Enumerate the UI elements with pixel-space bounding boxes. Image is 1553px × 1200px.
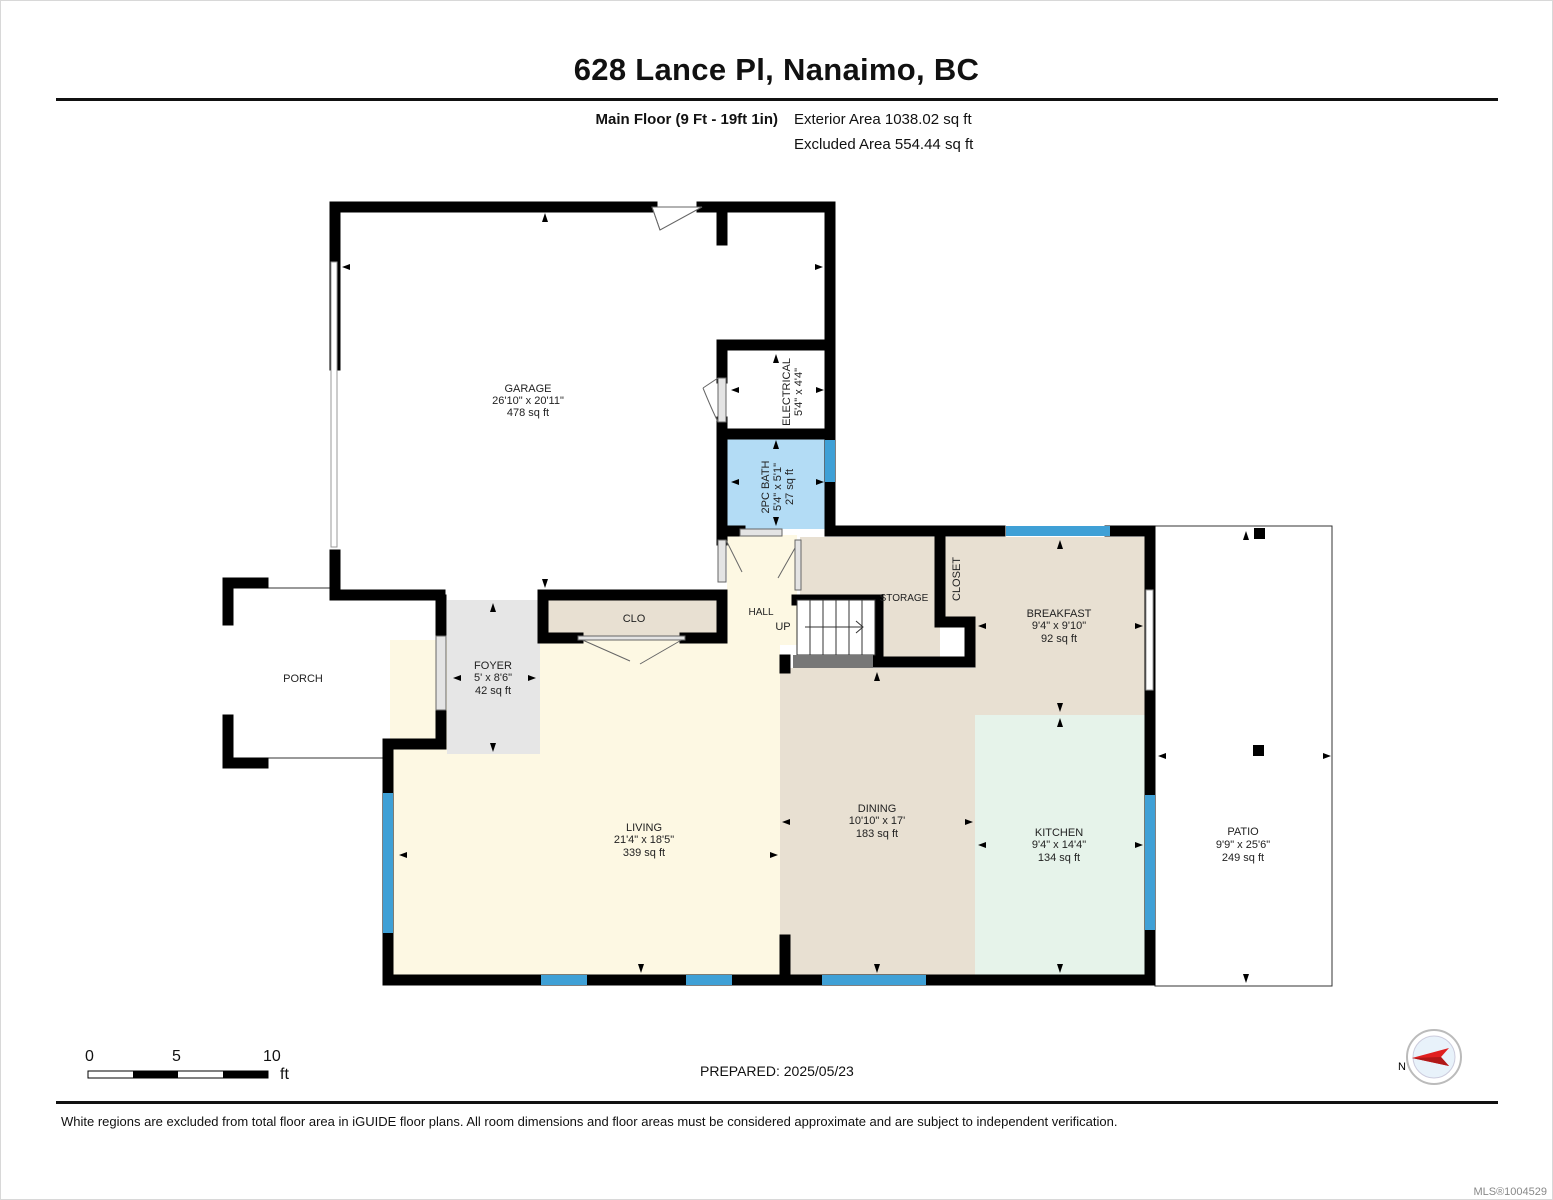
clo-name: CLO — [623, 613, 646, 625]
breakfast-fill — [975, 537, 1145, 715]
bath-area: 27 sq ft — [784, 469, 796, 505]
storage-name: STORAGE — [880, 593, 929, 604]
living-area: 339 sq ft — [623, 847, 665, 859]
foyer-fill — [447, 600, 540, 754]
foyer-name: FOYER — [474, 660, 512, 672]
garage-door — [330, 261, 338, 548]
patio-post — [1254, 528, 1265, 539]
garage-area: 478 sq ft — [507, 407, 549, 419]
door-swings — [435, 206, 802, 711]
patio-dims: 9'9" x 25'6" — [1216, 839, 1270, 851]
kitchen-name: KITCHEN — [1035, 827, 1083, 839]
excluded-area: Excluded Area 554.44 sq ft — [794, 136, 974, 153]
page-title: 628 Lance Pl, Nanaimo, BC — [573, 52, 980, 87]
clo-fill — [545, 600, 723, 638]
dining-name: DINING — [858, 803, 897, 815]
disclaimer: White regions are excluded from total fl… — [61, 1114, 1118, 1129]
kitchen-fill — [975, 715, 1145, 978]
foyer-area: 42 sq ft — [475, 685, 511, 697]
patio-area: 249 sq ft — [1222, 852, 1264, 864]
breakfast-area: 92 sq ft — [1041, 633, 1077, 645]
prepared-date: PREPARED: 2025/05/23 — [700, 1063, 854, 1079]
patio-name: PATIO — [1227, 826, 1259, 838]
mls-number: MLS®1004529 — [1473, 1186, 1547, 1198]
living-dims: 21'4" x 18'5" — [614, 834, 674, 846]
hall-name: HALL — [748, 607, 773, 618]
dining-area: 183 sq ft — [856, 828, 898, 840]
patio-post — [1253, 745, 1264, 756]
bath-dims: 5'4" x 5'1" — [772, 463, 784, 511]
compass-north-label: N — [1398, 1061, 1406, 1073]
bath-fill — [727, 437, 830, 529]
dining-fill — [780, 668, 975, 978]
patio-outline — [1154, 525, 1333, 987]
header-rule — [56, 98, 1498, 101]
kitchen-area: 134 sq ft — [1038, 852, 1080, 864]
electrical-dims: 5'4" x 4'4" — [793, 368, 805, 416]
scale-bar — [87, 1070, 269, 1079]
patio-slider — [1145, 589, 1154, 691]
stairs — [793, 599, 876, 668]
scale-unit: ft — [280, 1066, 289, 1083]
stairs-up: UP — [775, 621, 790, 633]
foyer-dims: 5' x 8'6" — [474, 672, 512, 684]
room-labels: GARAGE 26'10" x 20'11" 478 sq ft PORCH F… — [283, 358, 1270, 864]
dimension-arrows — [342, 213, 1331, 983]
scale-label-10: 10 — [263, 1048, 281, 1065]
electrical-name: ELECTRICAL — [781, 358, 793, 426]
porch-name: PORCH — [283, 673, 323, 685]
hall-fill — [727, 535, 797, 645]
scale-label-5: 5 — [172, 1048, 181, 1065]
exterior-area: Exterior Area 1038.02 sq ft — [794, 111, 972, 128]
living-name: LIVING — [626, 822, 662, 834]
compass-icon: N — [1398, 1029, 1462, 1085]
garage-name: GARAGE — [504, 383, 551, 395]
floor-label: Main Floor (9 Ft - 19ft 1in) — [595, 111, 779, 128]
garage-dims: 26'10" x 20'11" — [492, 395, 564, 407]
footer-rule — [56, 1101, 1498, 1104]
dining-dims: 10'10" x 17' — [849, 815, 905, 827]
bath-name: 2PC BATH — [760, 460, 772, 513]
breakfast-dims: 9'4" x 9'10" — [1032, 620, 1086, 632]
closet-name: CLOSET — [951, 557, 963, 601]
breakfast-name: BREAKFAST — [1027, 608, 1092, 620]
scale-label-0: 0 — [85, 1048, 94, 1065]
kitchen-dims: 9'4" x 14'4" — [1032, 839, 1086, 851]
closet-fill — [940, 537, 975, 617]
